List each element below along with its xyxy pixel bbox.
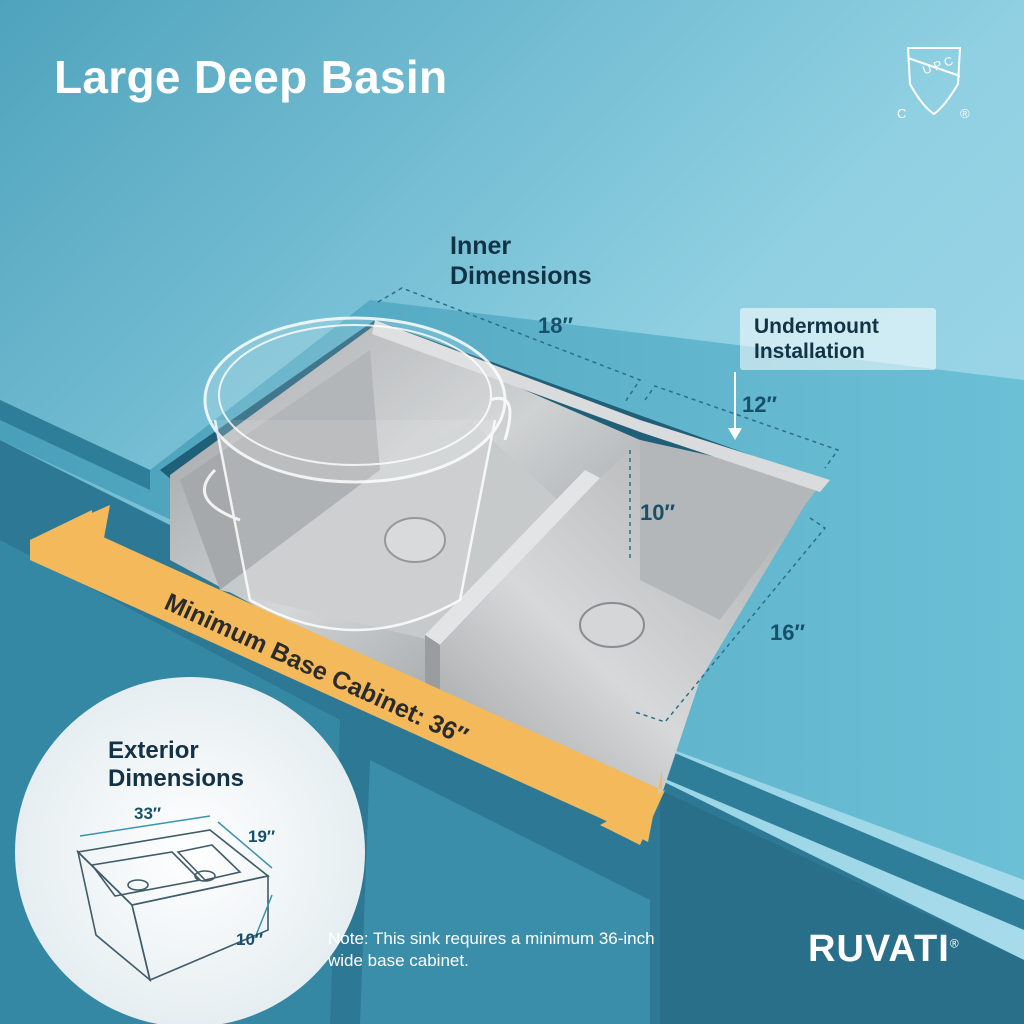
- inner-heading-line2: Dimensions: [450, 262, 592, 290]
- exterior-width-label: 19′′: [248, 827, 276, 846]
- countertop-edge-front: [620, 730, 1024, 930]
- brand-registered-mark: ®: [949, 936, 960, 951]
- brand-logo: RUVATI®: [808, 928, 960, 971]
- cert-c-letter: C: [897, 106, 907, 121]
- cabinet-side: [660, 790, 1024, 1024]
- dimension-lines: [377, 287, 840, 723]
- inner-heading-line1: Inner: [450, 232, 512, 260]
- cabinet-note: Note: This sink requires a minimum 36-in…: [328, 929, 655, 970]
- exterior-depth-label: 10′′: [236, 930, 264, 949]
- brand-name: RUVATI: [808, 928, 950, 970]
- exterior-dimension-arrows: [79, 815, 273, 939]
- page-title: Large Deep Basin: [54, 51, 448, 103]
- rim-ledge: [372, 320, 830, 492]
- undermount-line1: Undermount: [754, 315, 879, 338]
- stockpot-outline: [203, 316, 512, 632]
- left-drain: [384, 517, 446, 563]
- undermount-line2: Installation: [754, 340, 865, 363]
- right-drain: [579, 602, 645, 648]
- basin-divider-top: [425, 470, 600, 645]
- exterior-heading-line2: Dimensions: [108, 765, 245, 792]
- banner-arrow-left: [30, 505, 110, 560]
- cert-registered-mark: ®: [960, 106, 970, 121]
- inner-depth-label: 10″: [640, 500, 676, 525]
- exterior-sink-diagram: [76, 829, 270, 983]
- inner-second-width-label: 12″: [742, 392, 778, 417]
- exterior-heading-line1: Exterior: [108, 737, 199, 764]
- cabinet-width-banner: [30, 510, 662, 842]
- countertop-edge-left: [0, 400, 150, 490]
- undermount-installation-callout: Undermount Installation: [740, 308, 936, 370]
- inner-dimensions-heading: Inner Dimensions: [450, 231, 592, 291]
- exterior-inset-circle: [15, 677, 365, 1024]
- undermount-arrow-head: [728, 428, 742, 440]
- exterior-dimensions-heading: Exterior Dimensions: [108, 737, 244, 793]
- upc-shield-icon: [906, 47, 962, 116]
- inner-front-to-back-label: 16″: [770, 620, 806, 645]
- exterior-length-label: 33′′: [134, 804, 162, 823]
- cabinet-door-right: [360, 760, 650, 1024]
- right-basin-back-wall: [640, 440, 820, 620]
- inner-width-label: 18″: [538, 313, 574, 338]
- basin-divider-front: [425, 635, 440, 700]
- banner-arrow-right: [600, 790, 665, 845]
